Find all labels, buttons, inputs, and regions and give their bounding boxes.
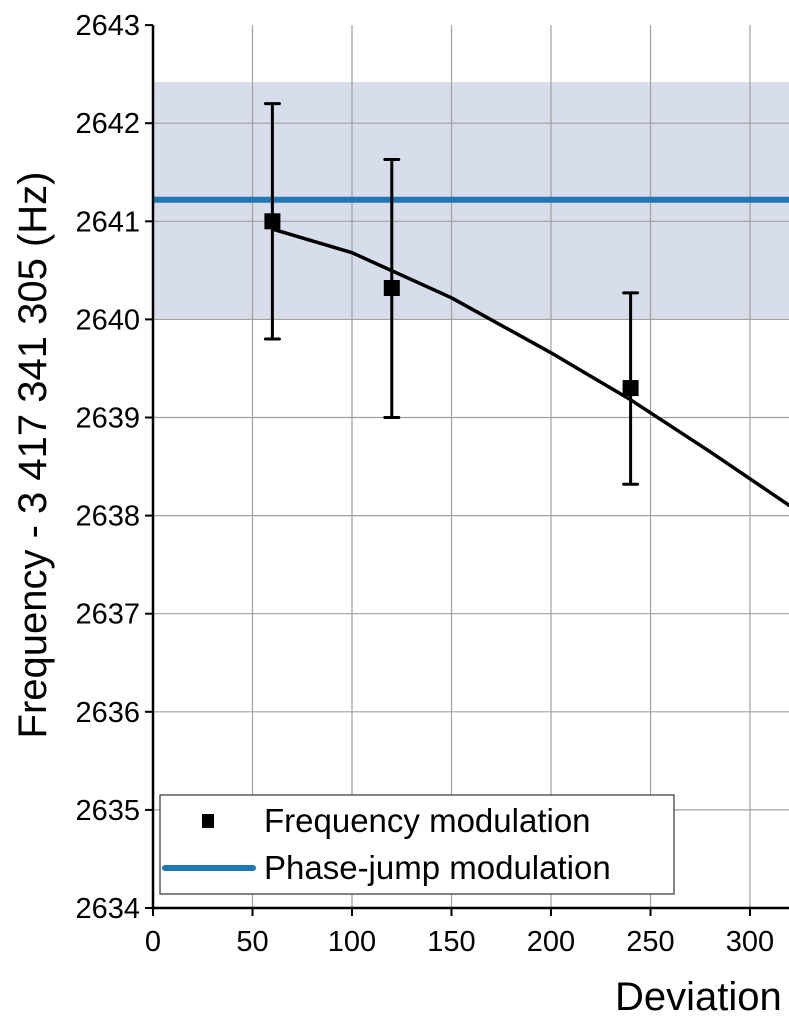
- legend-square-marker-icon: [202, 814, 214, 828]
- y-tick-label: 2635: [75, 795, 140, 827]
- square-marker-icon: [264, 213, 281, 230]
- x-axis-title: Deviation: [615, 975, 782, 1019]
- y-tick-label: 2640: [75, 304, 140, 336]
- square-marker-icon: [383, 280, 400, 297]
- data-point: [263, 102, 281, 341]
- y-tick-label: 2641: [75, 206, 140, 238]
- x-tick-label: 100: [328, 926, 376, 958]
- legend-box: [159, 794, 675, 895]
- y-tick-label: 2643: [75, 10, 140, 42]
- y-tick-label: 2634: [75, 893, 140, 925]
- tick-labels: 2634 2635 2636 2637 2638 2639 2640 2641 2642 2643…: [75, 10, 774, 958]
- x-tick-label: 0: [145, 926, 161, 958]
- data-point: [622, 291, 640, 486]
- y-tick-label: 2638: [75, 501, 140, 533]
- frequency-modulation-points: [263, 102, 640, 486]
- x-tick-label: 200: [527, 926, 575, 958]
- x-tick-label: 150: [427, 926, 475, 958]
- y-tick-label: 2639: [75, 403, 140, 435]
- y-axis-title: Frequency - 3 417 341 305 (Hz): [11, 172, 55, 739]
- square-marker-icon: [622, 380, 639, 397]
- y-tick-label: 2636: [75, 697, 140, 729]
- grid-lines: [153, 25, 789, 908]
- x-tick-label: 50: [236, 926, 268, 958]
- legend-label-phase-jump-modulation: Phase-jump modulation: [264, 849, 611, 886]
- y-tick-label: 2642: [75, 108, 140, 140]
- x-tick-label: 250: [626, 926, 674, 958]
- fit-path: [271, 227, 789, 508]
- legend-label-frequency-modulation: Frequency modulation: [264, 802, 591, 839]
- x-tick-label: 300: [726, 926, 774, 958]
- data-point: [383, 157, 401, 419]
- fit-curve: [271, 227, 789, 508]
- axes: [145, 24, 789, 916]
- legend: Frequency modulation Phase-jump modulati…: [159, 794, 675, 895]
- y-tick-label: 2637: [75, 599, 140, 631]
